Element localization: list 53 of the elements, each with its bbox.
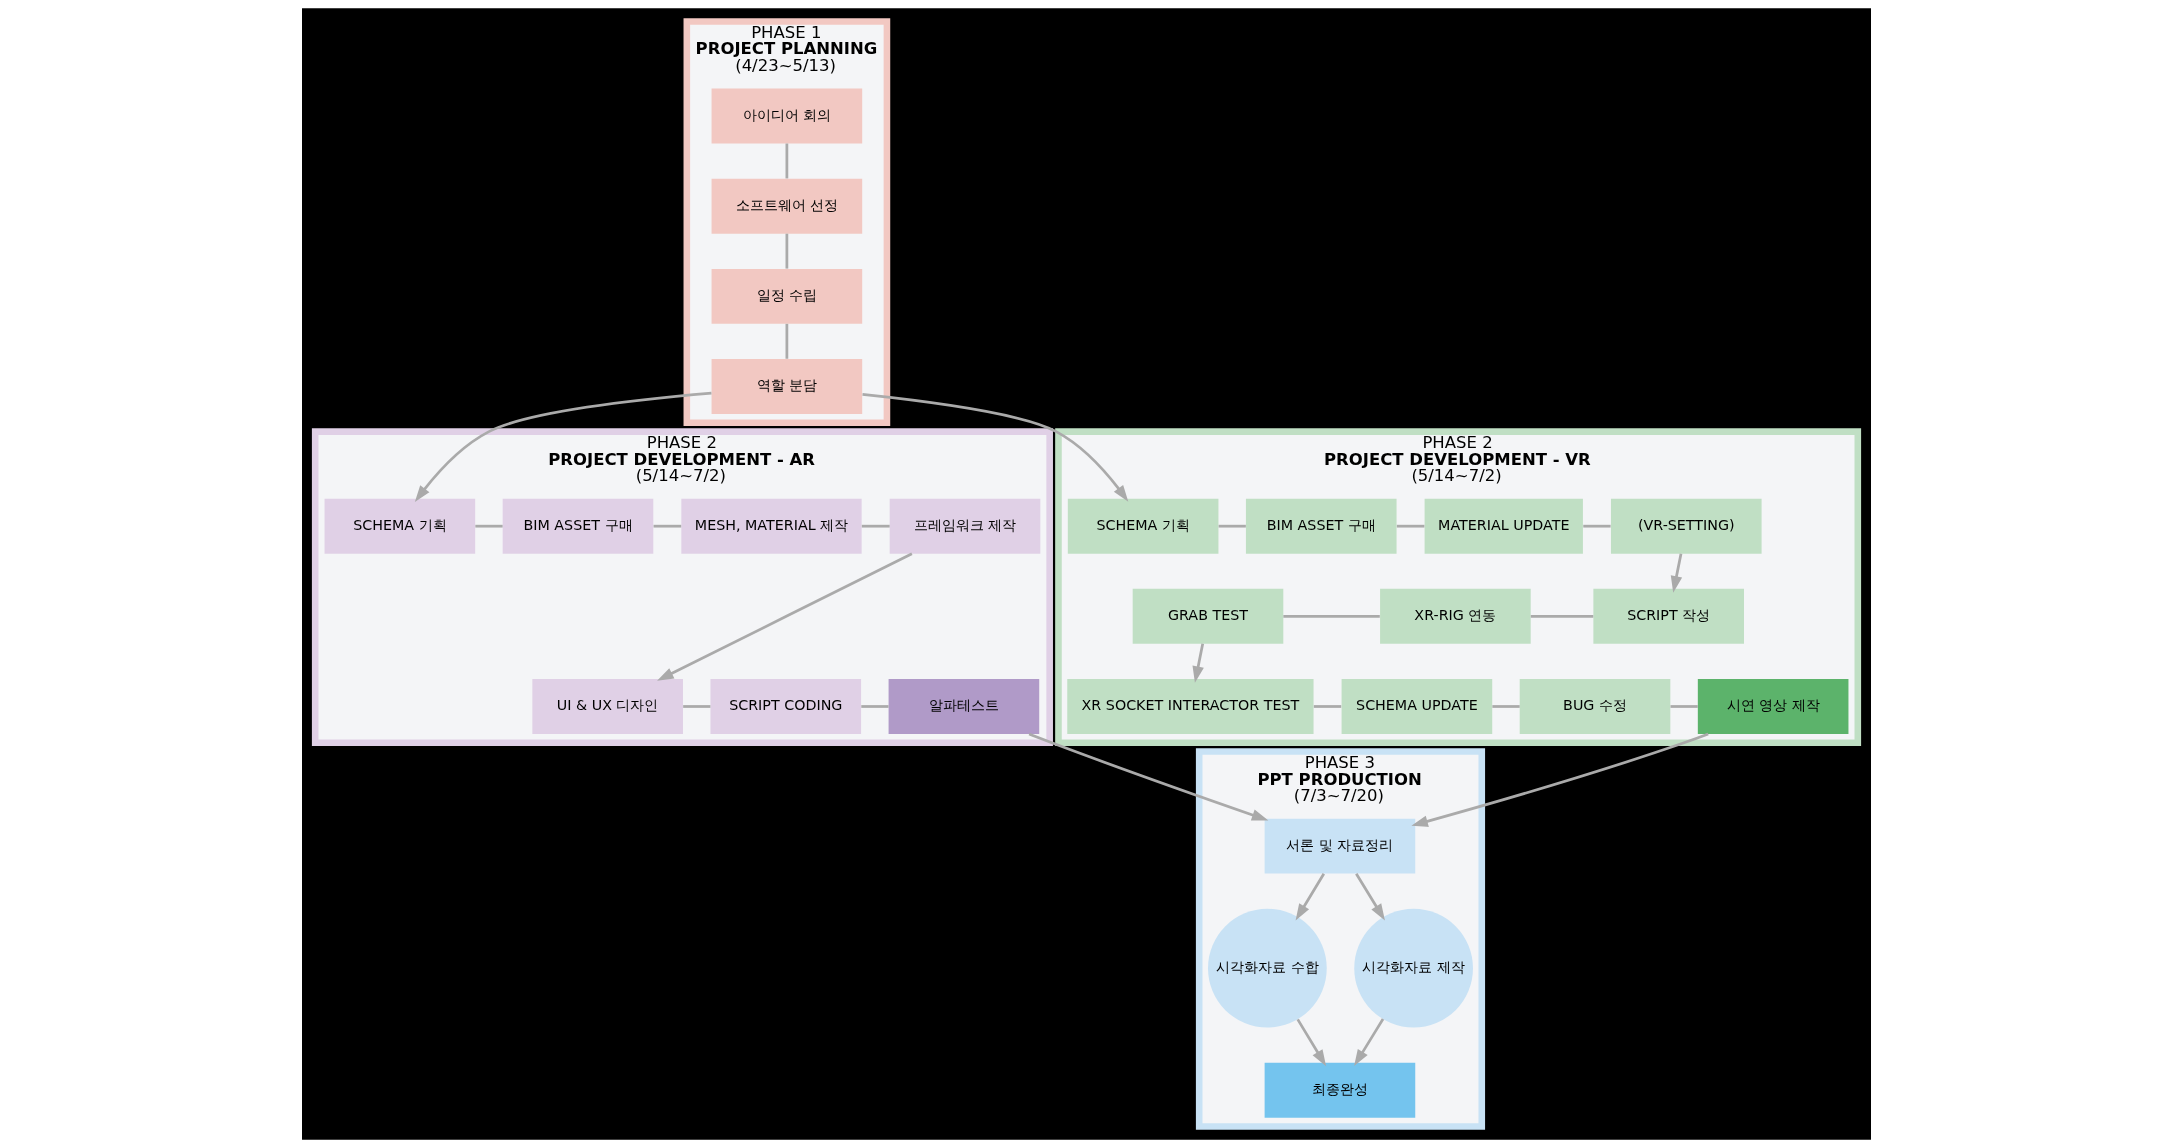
connector [1283, 614, 1380, 618]
arrow [862, 393, 1129, 502]
node-circle: 시각화자료 수합 [1208, 908, 1327, 1028]
node-box: 일정 수립 [711, 268, 863, 324]
node-box: 알파테스트 [888, 679, 1040, 734]
connector [1218, 524, 1246, 528]
connector [475, 524, 503, 528]
node-box: XR SOCKET INTERACTOR TEST [1067, 679, 1314, 734]
connector [785, 233, 789, 269]
connector [861, 524, 890, 528]
arrow [1028, 732, 1269, 821]
arrow [1411, 732, 1709, 827]
connector [861, 705, 889, 708]
node-box: SCHEMA 기획 [1067, 498, 1219, 554]
arrow [414, 391, 712, 502]
arrow [1295, 873, 1325, 921]
node-box: 프레임워크 제작 [889, 498, 1041, 554]
node-box: 소프트웨어 선정 [711, 178, 863, 234]
node-box: MESH, MATERIAL 제작 [681, 498, 862, 554]
node-box: UI & UX 디자인 [532, 679, 683, 734]
node-box: BIM ASSET 구매 [1245, 498, 1397, 554]
connector [1396, 524, 1425, 528]
node-box: 시연 영상 제작 [1697, 679, 1849, 734]
arrow [1670, 553, 1683, 593]
arrow [1354, 1018, 1385, 1067]
arrow [1192, 643, 1205, 683]
node-box: SCHEMA UPDATE [1341, 679, 1493, 734]
arrow [657, 552, 913, 681]
connector [1670, 705, 1698, 708]
connector [785, 323, 789, 359]
node-box: SCRIPT CODING [710, 679, 862, 734]
arrow [1296, 1018, 1327, 1067]
connector [1530, 614, 1594, 618]
connector [683, 705, 711, 708]
node-box: MATERIAL UPDATE [1424, 498, 1583, 554]
node-box: XR-RIG 연동 [1380, 588, 1531, 644]
node-box: BIM ASSET 구매 [502, 498, 654, 554]
node-box: SCRIPT 작성 [1593, 588, 1744, 644]
arrow [1355, 873, 1385, 921]
node-box: GRAB TEST [1132, 588, 1284, 644]
node-box: 역할 분담 [711, 359, 863, 414]
node-circle: 시각화자료 제작 [1354, 908, 1473, 1028]
node-box: (VR-SETTING) [1610, 498, 1762, 554]
node-box: 아이디어 회의 [711, 88, 863, 144]
connector [785, 143, 789, 179]
node-box: 최종완성 [1264, 1062, 1416, 1118]
node-box: BUG 수정 [1519, 679, 1671, 734]
connector [653, 524, 682, 528]
node-box: SCHEMA 기획 [324, 498, 476, 554]
connector [1492, 705, 1520, 708]
node-box: 서론 및 자료정리 [1264, 818, 1416, 874]
connector [1313, 705, 1342, 708]
connector [1583, 524, 1611, 528]
